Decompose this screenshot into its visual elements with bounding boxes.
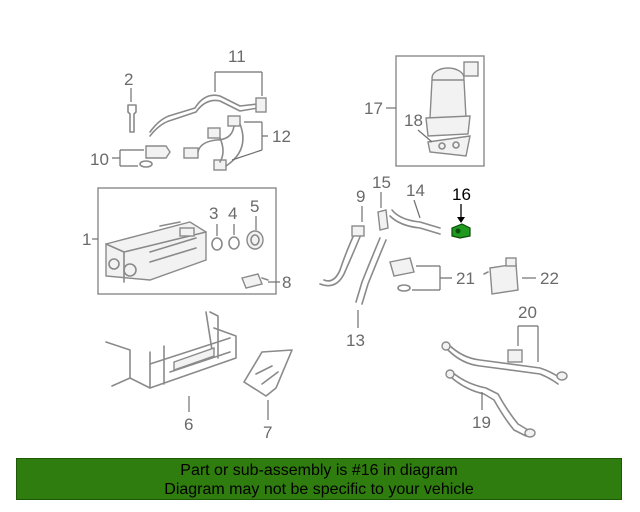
- part-9-hose: [319, 225, 365, 287]
- leader-12: [231, 121, 268, 161]
- leader-16-arrow: [457, 217, 465, 223]
- leader-14: [413, 199, 421, 219]
- leader-10: [112, 149, 144, 167]
- part-19-hose: [445, 369, 536, 438]
- part-20-hose: [441, 341, 568, 385]
- callout-14: 14: [406, 181, 425, 200]
- leader-18: [417, 129, 433, 143]
- part-11-tube: [149, 94, 267, 137]
- callout-7: 7: [263, 423, 272, 442]
- callout-6: 6: [184, 415, 193, 434]
- callout-8: 8: [282, 273, 291, 292]
- footer-line-2: Diagram may not be specific to your vehi…: [164, 481, 474, 498]
- part-7-mount: [243, 349, 293, 397]
- part-17-egr-valve: [425, 61, 479, 137]
- callout-2: 2: [124, 70, 133, 89]
- callout-22: 22: [540, 269, 559, 288]
- parts-diagram: 2 11 12 10 1 3 4 5: [82, 47, 568, 442]
- part-18-gasket: [427, 135, 471, 157]
- leader-11: [214, 71, 263, 96]
- callout-9: 9: [356, 187, 365, 206]
- part-15-clip: [377, 209, 389, 231]
- part-8-plug: [241, 273, 269, 289]
- leader-20: [517, 325, 539, 362]
- callout-4: 4: [228, 204, 237, 223]
- part-12-harness: [183, 115, 244, 171]
- leader-21: [412, 265, 452, 291]
- callout-21: 21: [456, 269, 475, 288]
- callout-12: 12: [272, 127, 291, 146]
- part-2-bolt: [127, 104, 137, 133]
- part-1-box: [97, 187, 277, 295]
- callout-19: 19: [472, 413, 491, 432]
- callout-11: 11: [228, 47, 246, 66]
- part-1-canister: [105, 221, 207, 283]
- callout-1: 1: [82, 230, 91, 249]
- part-10-sensor: [139, 145, 171, 168]
- footer-line-1: Part or sub-assembly is #16 in diagram: [180, 462, 458, 479]
- part-21-valve: [389, 257, 415, 292]
- callout-3: 3: [209, 204, 218, 223]
- part-16-highlighted: [451, 223, 471, 239]
- part-22-valve: [483, 257, 519, 295]
- callout-5: 5: [250, 197, 259, 216]
- callout-17: 17: [364, 99, 383, 118]
- part-17-box: [395, 55, 485, 167]
- part-6-bracket: [105, 311, 237, 389]
- part-4-oring: [228, 236, 240, 250]
- callout-15: 15: [372, 173, 391, 192]
- callout-10: 10: [90, 150, 109, 169]
- part-3-oring: [211, 237, 223, 251]
- callout-20: 20: [518, 303, 537, 322]
- part-5-cap: [246, 230, 264, 250]
- callout-16: 16: [452, 185, 471, 204]
- part-14-hose: [389, 209, 441, 235]
- part-13-pipe: [355, 237, 387, 305]
- callout-13: 13: [346, 331, 365, 350]
- callout-18: 18: [404, 111, 423, 130]
- footer-banner: Part or sub-assembly is #16 in diagram D…: [16, 458, 622, 500]
